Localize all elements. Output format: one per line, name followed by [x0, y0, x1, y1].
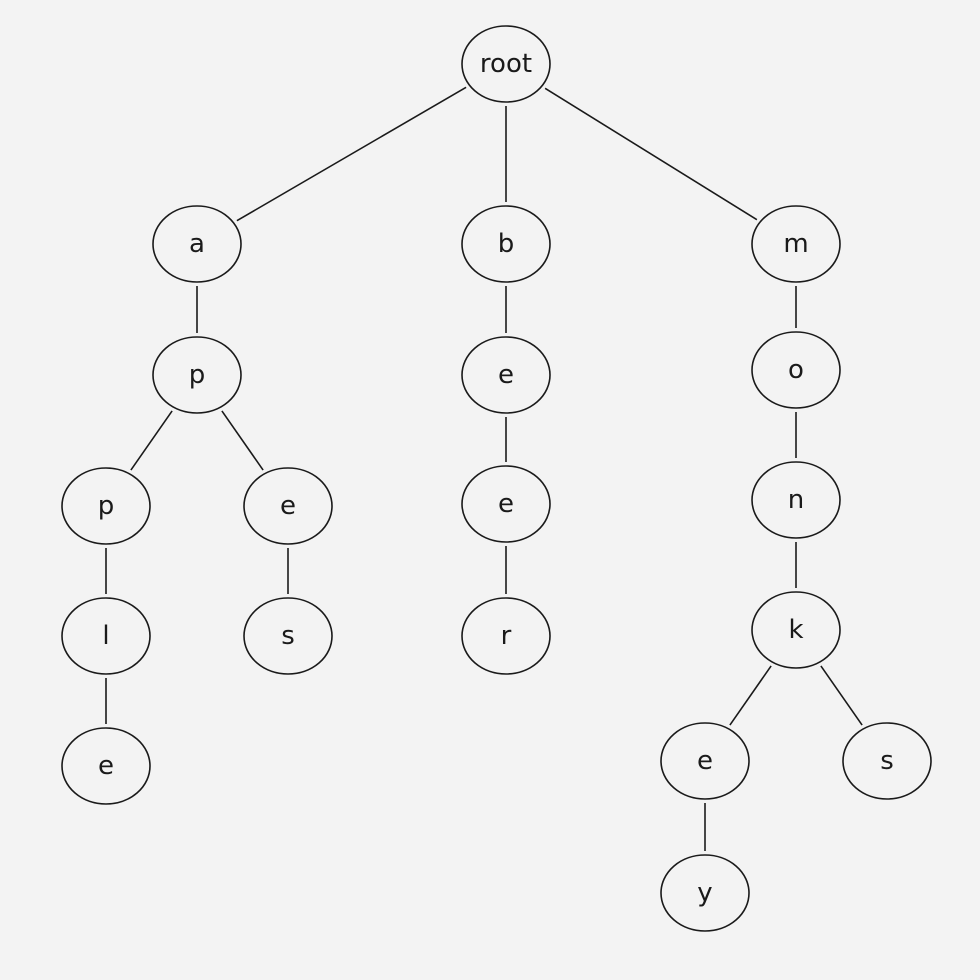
node-shape: [751, 331, 841, 409]
node-bee: e: [461, 465, 551, 543]
node-shape: [461, 336, 551, 414]
node-shape: [751, 461, 841, 539]
node-m: m: [751, 205, 841, 283]
node-b: b: [461, 205, 551, 283]
node-label: a: [189, 229, 205, 259]
node-mo: o: [751, 331, 841, 409]
edge-monk-monke: [729, 665, 772, 726]
node-monke: e: [660, 722, 750, 800]
node-label: p: [189, 360, 206, 390]
edge-ap-ape: [221, 410, 264, 471]
node-shape: [152, 336, 242, 414]
node-apple: e: [61, 727, 151, 805]
node-appl: l: [61, 597, 151, 675]
node-shape: [243, 467, 333, 545]
node-label: m: [783, 229, 808, 259]
node-label: p: [98, 491, 115, 521]
nodes-layer: root a p p l e e s b e e r m o n k e y s: [61, 25, 932, 932]
node-beer: r: [461, 597, 551, 675]
node-be: e: [461, 336, 551, 414]
node-label: e: [498, 489, 514, 519]
node-label: b: [498, 229, 515, 259]
node-monks: s: [842, 722, 932, 800]
node-shape: [61, 467, 151, 545]
node-shape: [660, 854, 750, 932]
node-label: r: [501, 621, 512, 651]
node-shape: [751, 205, 841, 283]
node-label: l: [102, 621, 109, 651]
node-shape: [243, 597, 333, 675]
edge-root-m: [544, 87, 758, 221]
node-a: a: [152, 205, 242, 283]
node-app: p: [61, 467, 151, 545]
node-mon: n: [751, 461, 841, 539]
node-shape: [461, 25, 551, 103]
node-label: n: [788, 485, 804, 515]
node-root: root: [461, 25, 551, 103]
edges-layer: [105, 86, 863, 851]
node-label: e: [498, 360, 514, 390]
node-shape: [842, 722, 932, 800]
edge-monk-monks: [820, 665, 863, 726]
node-ap: p: [152, 336, 242, 414]
node-shape: [152, 205, 242, 283]
node-label: y: [697, 878, 712, 908]
node-label: e: [697, 746, 713, 776]
node-shape: [751, 591, 841, 669]
node-label: e: [280, 491, 296, 521]
node-ape: e: [243, 467, 333, 545]
node-shape: [461, 597, 551, 675]
node-apes: s: [243, 597, 333, 675]
node-monk: k: [751, 591, 841, 669]
node-label: root: [480, 49, 532, 79]
node-monkey: y: [660, 854, 750, 932]
node-label: e: [98, 751, 114, 781]
edge-ap-app: [130, 410, 173, 471]
node-label: s: [281, 621, 295, 651]
edge-root-a: [236, 86, 467, 222]
node-shape: [660, 722, 750, 800]
node-label: o: [788, 355, 804, 385]
node-shape: [461, 465, 551, 543]
node-shape: [61, 727, 151, 805]
node-shape: [461, 205, 551, 283]
node-label: s: [880, 746, 894, 776]
node-shape: [61, 597, 151, 675]
node-label: k: [788, 615, 803, 645]
